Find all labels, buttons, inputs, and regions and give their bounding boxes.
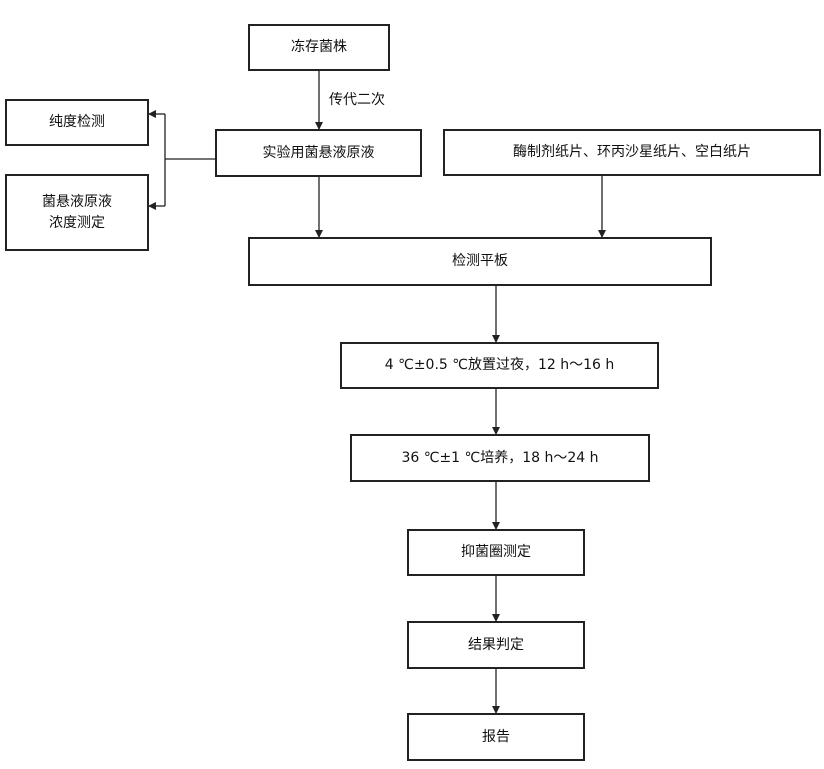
inhibition-zone-label: 抑菌圈测定 xyxy=(461,544,531,561)
result-judgement-label: 结果判定 xyxy=(468,636,524,653)
report-box: 报告 xyxy=(407,713,585,761)
inhibition-zone-box: 抑菌圈测定 xyxy=(407,529,585,576)
cold-overnight-box: 4 ℃±0.5 ℃放置过夜，12 h～16 h xyxy=(340,342,659,389)
discs-box: 酶制剂纸片、环丙沙星纸片、空白纸片 xyxy=(443,129,821,176)
result-judgement-box: 结果判定 xyxy=(407,621,585,669)
subculture-label: 传代二次 xyxy=(329,92,385,108)
stock-suspension-label: 实验用菌悬液原液 xyxy=(262,144,375,161)
incubation-label: 36 ℃±1 ℃培养，18 h～24 h xyxy=(401,449,599,466)
discs-label: 酶制剂纸片、环丙沙星纸片、空白纸片 xyxy=(513,144,751,161)
incubation-box: 36 ℃±1 ℃培养，18 h～24 h xyxy=(350,434,650,482)
frozen-strain-label: 冻存菌株 xyxy=(291,39,347,56)
concentration-test-label: 菌悬液原液 浓度测定 xyxy=(42,194,112,231)
test-plate-box: 检测平板 xyxy=(248,237,712,286)
cold-overnight-label: 4 ℃±0.5 ℃放置过夜，12 h～16 h xyxy=(384,357,615,374)
test-plate-label: 检测平板 xyxy=(452,253,508,270)
report-label: 报告 xyxy=(482,728,510,745)
concentration-test-box: 菌悬液原液 浓度测定 xyxy=(5,174,149,251)
purity-test-box: 纯度检测 xyxy=(5,99,149,146)
stock-suspension-box: 实验用菌悬液原液 xyxy=(215,129,422,177)
frozen-strain-box: 冻存菌株 xyxy=(248,24,390,71)
purity-test-label: 纯度检测 xyxy=(49,114,105,131)
